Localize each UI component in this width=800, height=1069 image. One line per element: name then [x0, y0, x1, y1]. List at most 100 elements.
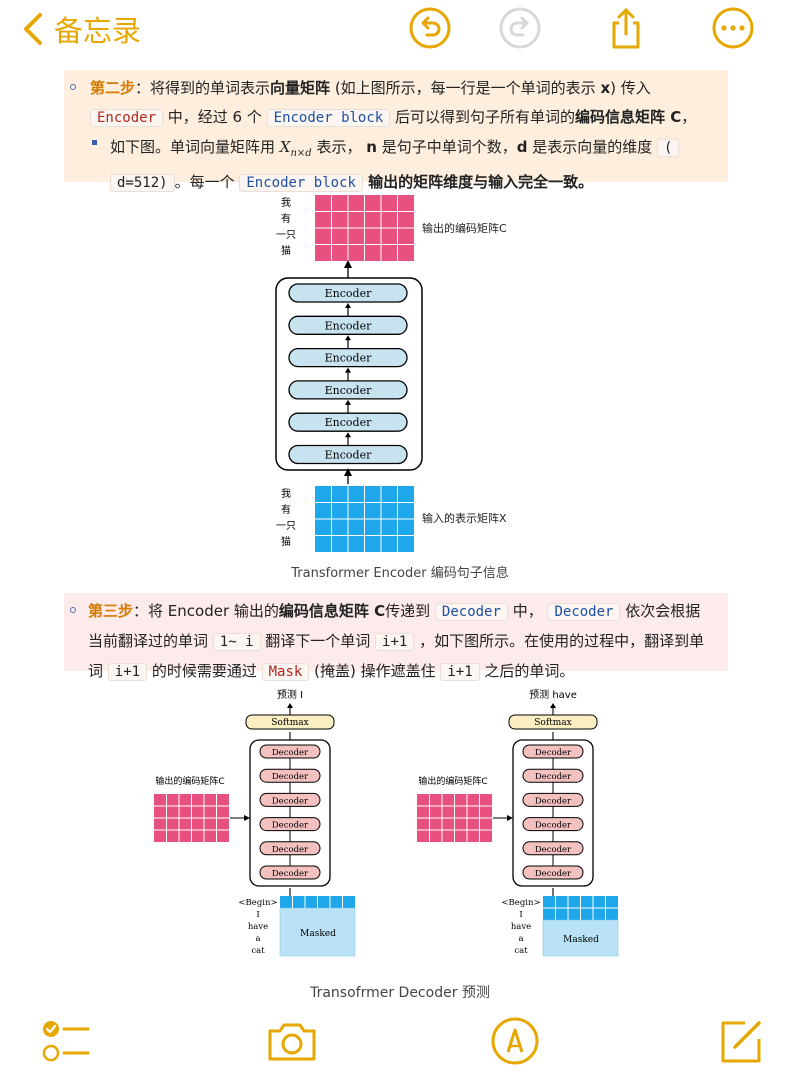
callout-text: 第二步：将得到的单词表示向量矩阵 (如上图所示，每一行是一个单词的表示 x) 传… [88, 74, 716, 133]
decoder-block [259, 865, 321, 880]
text: 是句子中单词个数， [376, 138, 517, 156]
bottom-toolbar [0, 1015, 800, 1069]
text: 如下图。单词向量矩阵用 [110, 138, 280, 156]
bullet-circle-icon [70, 607, 76, 613]
decoder-block-label: Decoder [535, 869, 572, 879]
word-label: 我 [281, 197, 291, 209]
text-bold: n [366, 138, 377, 156]
word-label: 猫 [281, 244, 291, 257]
arrow-head [345, 432, 351, 438]
arrow-head [344, 468, 352, 476]
text: 翻译下一个单词 [260, 632, 376, 650]
text: (如上图所示，每一行是一个单词的表示 [330, 79, 601, 97]
inline-code: Decoder [547, 603, 621, 621]
masked-label: Masked [563, 935, 599, 945]
back-button[interactable]: 备忘录 [18, 8, 141, 50]
output-matrix-label: 输出的编码矩阵C [422, 221, 507, 235]
decoder-stack-frame [512, 739, 594, 887]
inline-code: Encoder block [239, 174, 363, 192]
text: 之后的单词。 [479, 662, 575, 680]
masked-region [279, 907, 356, 957]
softmax-block [245, 714, 335, 730]
text: 中， [507, 602, 548, 620]
text: ：将 Encoder 输出的 [133, 602, 279, 620]
decoder-block-label: Decoder [535, 796, 572, 806]
arrow-head [244, 815, 250, 821]
inline-code: i+1 [107, 663, 148, 681]
back-label: 备忘录 [54, 14, 142, 48]
decoder-right-panel: 预测 haveSoftmaxDecoderDecoderDecoderDecod… [417, 688, 619, 957]
arrow-head [344, 260, 352, 268]
decoder-block [522, 841, 584, 856]
text: 后可以得到句子所有单词的 [390, 108, 575, 126]
camera-icon[interactable] [266, 1015, 318, 1067]
input-word: I [256, 910, 259, 920]
input-word: a [518, 934, 523, 944]
inline-code: Encoder block [266, 109, 391, 127]
undo-icon[interactable] [408, 6, 452, 50]
encoder-caption: Transformer Encoder 编码句子信息 [291, 566, 509, 581]
decoder-block [522, 865, 584, 880]
text-bold: 输出的矩阵维度与输入完全一致。 [362, 173, 594, 191]
matrix-c-label: 输出的编码矩阵C [155, 775, 224, 787]
prediction-label: 预测 have [529, 688, 577, 701]
text: 中，经过 6 个 [163, 108, 267, 126]
text: 。每一个 [174, 173, 240, 191]
inline-code: Decoder [434, 603, 508, 621]
encoder-block [288, 444, 408, 465]
more-icon[interactable] [711, 6, 755, 50]
text: (掩盖) 操作遮盖住 [309, 662, 441, 680]
input-word: cat [514, 946, 528, 956]
text: 表示， [311, 138, 367, 156]
input-word: have [511, 922, 531, 932]
text-bold: 编码信息矩阵 C [278, 602, 386, 620]
text: 是表示向量的维度 [527, 138, 658, 156]
share-icon[interactable] [604, 6, 648, 50]
top-toolbar: 备忘录 [0, 0, 800, 58]
softmax-label: Softmax [271, 718, 309, 728]
output-matrix-c [315, 195, 414, 261]
encoder-block [288, 315, 408, 335]
input-word: cat [251, 946, 265, 956]
callout-text: 第三步：将 Encoder 输出的编码信息矩阵 C传递到 Decoder 中， … [88, 597, 716, 687]
encoder-blocks: EncoderEncoderEncoderEncoderEncoderEncod… [288, 283, 408, 465]
word-label: 一只 [276, 230, 296, 241]
text: 词 [88, 662, 108, 680]
math-symbol: X [279, 138, 291, 156]
word-label: 有 [281, 503, 291, 516]
decoder-left-panel: 预测 ISoftmaxDecoderDecoderDecoderDecoderD… [154, 688, 356, 957]
step-label: 第三步 [88, 602, 134, 620]
encoder-block-label: Encoder [325, 416, 372, 429]
input-word: a [255, 934, 260, 944]
text: 传递到 [385, 602, 435, 620]
bullet-circle-icon [70, 84, 76, 90]
text-bold: 向量矩阵 [270, 79, 331, 97]
encoder-block [288, 380, 408, 400]
step-two-callout: 第二步：将得到的单词表示向量矩阵 (如上图所示，每一行是一个单词的表示 x) 传… [64, 70, 728, 192]
text-bold: d [516, 138, 528, 156]
text: ：将得到的单词表示 [135, 79, 271, 97]
decoder-block-label: Decoder [272, 772, 309, 782]
input-word: <Begin> [501, 898, 540, 908]
decoder-block [259, 817, 321, 832]
compose-icon[interactable] [715, 1015, 767, 1067]
markup-pen-icon[interactable] [489, 1015, 541, 1067]
arrow-head [507, 815, 513, 821]
encoder-block-label: Encoder [325, 352, 372, 365]
decoder-block-label: Decoder [535, 821, 572, 831]
softmax-label: Softmax [534, 718, 572, 728]
decoder-block-label: Decoder [535, 845, 572, 855]
bullet-square-icon [92, 140, 97, 145]
arrow-head [345, 399, 351, 405]
redo-icon[interactable] [498, 6, 542, 50]
word-label: 猫 [281, 535, 291, 548]
chevron-left-icon [24, 13, 42, 45]
step-three-callout: 第三步：将 Encoder 输出的编码信息矩阵 C传递到 Decoder 中， … [64, 593, 728, 681]
decoder-block-label: Decoder [272, 845, 309, 855]
decoder-block [522, 817, 584, 832]
inline-code: d=512) [110, 174, 175, 192]
checklist-icon[interactable] [40, 1015, 92, 1067]
inline-code: 1~ i [212, 633, 261, 651]
decoder-block-label: Decoder [272, 748, 309, 758]
